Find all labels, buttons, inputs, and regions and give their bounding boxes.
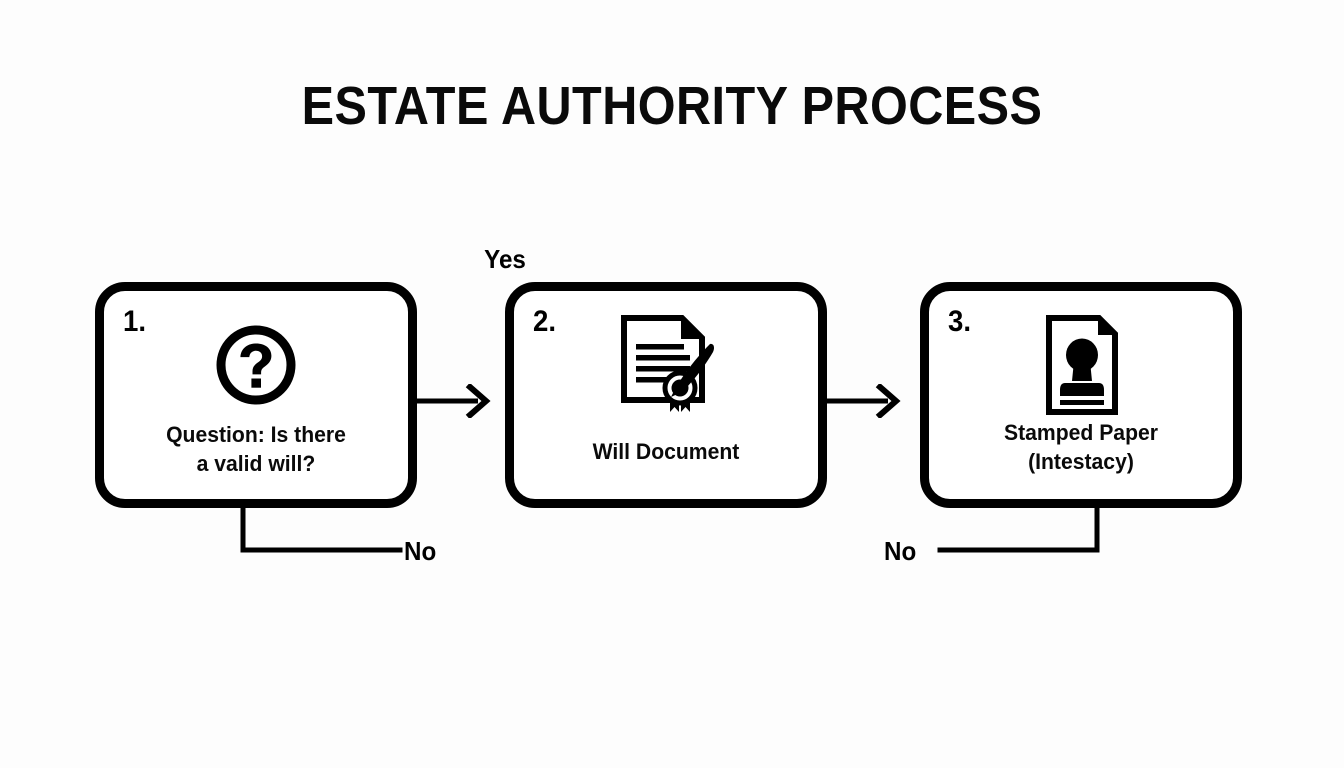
node-label-1-line-1: Question: Is there: [166, 421, 346, 447]
node-number-1: 1.: [123, 305, 147, 338]
edge-label-no-right: No: [884, 536, 917, 566]
node-label-1: Question: Is there a valid will?: [121, 420, 392, 479]
branch-connector-node1-no: [240, 502, 405, 565]
node-number-2: 2.: [533, 305, 557, 338]
node-label-1-line-2: a valid will?: [196, 451, 316, 477]
will-document-seal-quill-icon: [514, 313, 818, 417]
flow-node-3[interactable]: 3. Stamped Paper (Intestacy): [920, 282, 1242, 508]
node-label-2: Will Document: [531, 437, 802, 467]
arrow-node1-to-node2-icon: [414, 382, 494, 420]
node-label-3-line-1: Stamped Paper: [1004, 419, 1158, 445]
node-label-2-line-1: Will Document: [592, 439, 740, 465]
stamped-paper-icon: [929, 313, 1233, 417]
flow-node-1[interactable]: 1. Question: Is there a valid will?: [95, 282, 417, 508]
edge-label-yes-text: Yes: [483, 244, 526, 274]
arrow-node2-to-node3-icon: [824, 382, 904, 420]
question-mark-circle-icon: [104, 313, 408, 417]
branch-connector-node3-no: [935, 502, 1100, 565]
edge-label-yes: Yes: [0, 246, 1344, 272]
flow-node-2[interactable]: 2. Will Docu: [505, 282, 827, 508]
node-number-3: 3.: [948, 305, 972, 338]
node-label-3-line-2: (Intestacy): [1028, 449, 1134, 475]
edge-label-no-left: No: [404, 536, 437, 566]
node-label-3: Stamped Paper (Intestacy): [946, 418, 1217, 477]
page-title: ESTATE AUTHORITY PROCESS: [301, 76, 1043, 136]
